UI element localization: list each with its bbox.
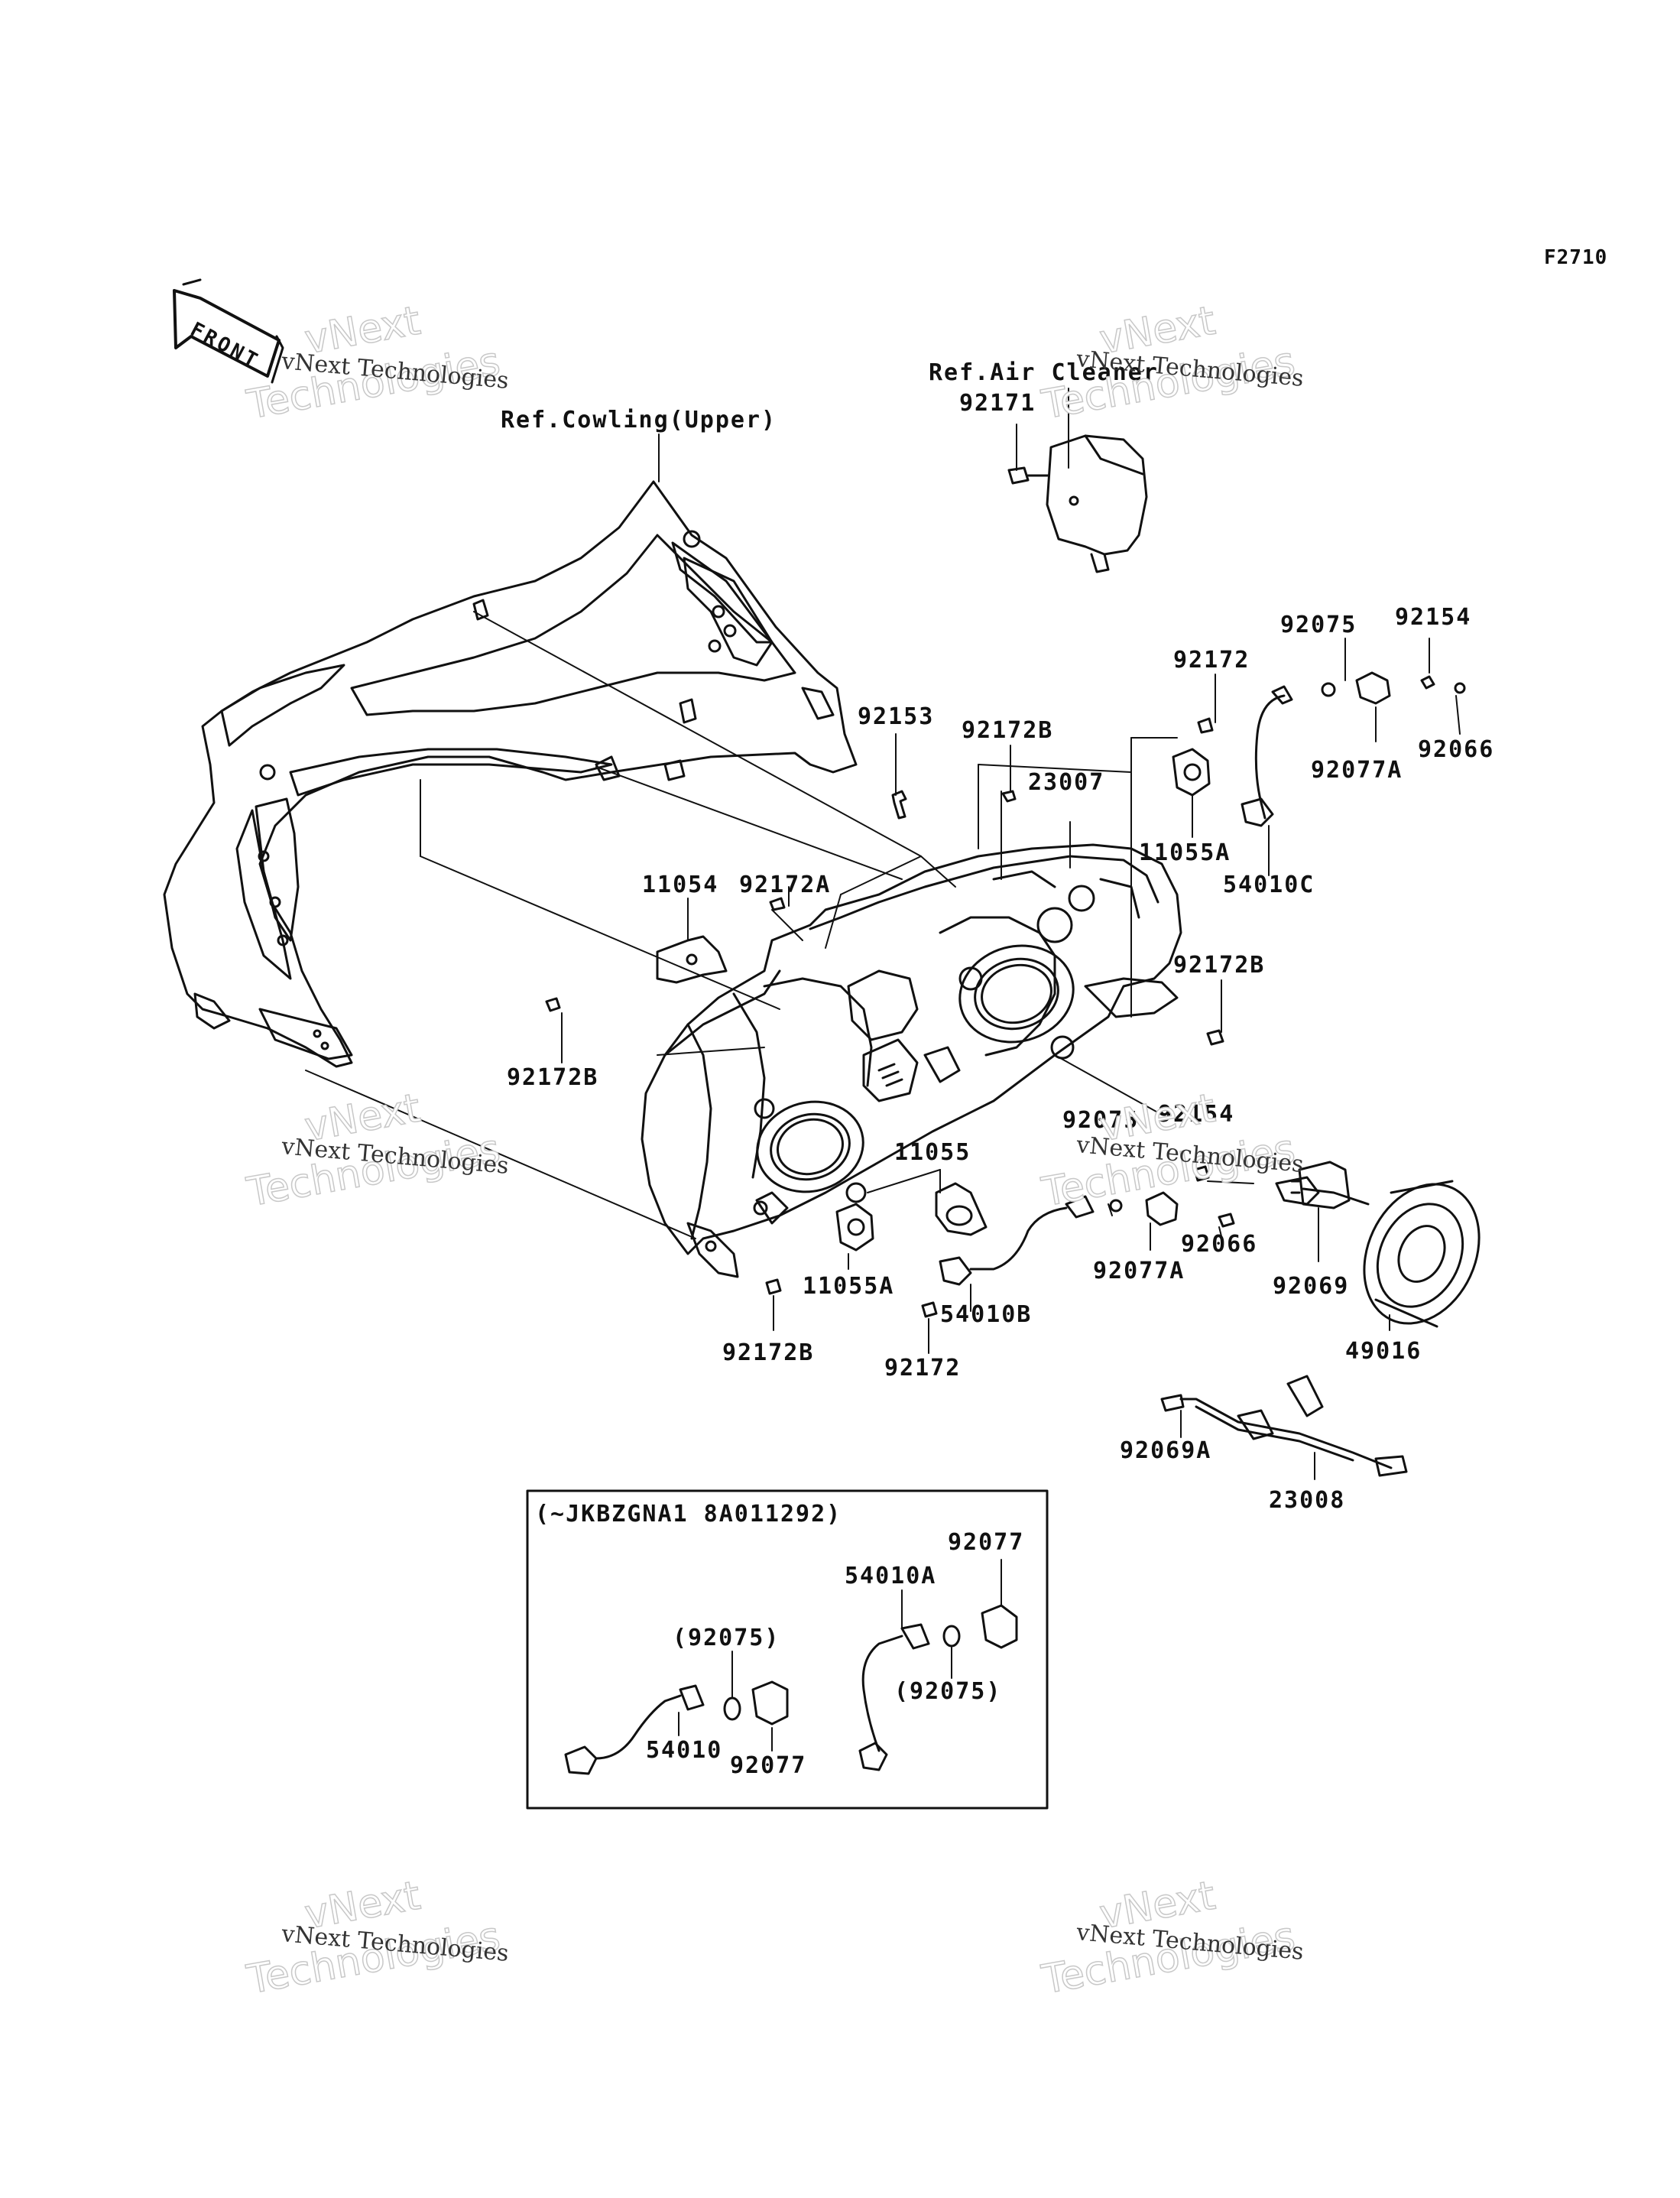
- headlight-housing-shape: [641, 843, 1182, 1278]
- bulb-sockets: [835, 671, 1391, 1252]
- part-label-54010c: 54010C: [1223, 872, 1315, 898]
- part-label-92172b-left: 92172B: [507, 1064, 599, 1091]
- part-label-92172-bottom: 92172: [884, 1355, 962, 1381]
- part-label-92075-mid: 92075: [1062, 1107, 1140, 1134]
- part-label-92077a-mid: 92077A: [1093, 1258, 1185, 1284]
- inset-title: (~JKBZGNA1 8A011292): [535, 1501, 842, 1528]
- part-label-92172a: 92172A: [739, 872, 832, 898]
- part-label-92171: 92171: [959, 390, 1036, 417]
- ref-air-cleaner-label: Ref.Air Cleaner: [929, 359, 1159, 386]
- part-label-92075-top: 92075: [1280, 612, 1357, 638]
- inset-parts: [564, 1559, 1018, 1775]
- part-label-92069: 92069: [1273, 1273, 1350, 1300]
- upper-cowling-shape: [163, 480, 858, 1068]
- inset-label-54010a: 54010A: [845, 1563, 937, 1589]
- brackets: [656, 935, 988, 1236]
- inset-box: [526, 1489, 1049, 1810]
- leader-lines: [305, 611, 1178, 1239]
- part-label-54010b: 54010B: [940, 1301, 1033, 1328]
- fasteners: [545, 675, 1466, 1318]
- part-label-23008: 23008: [1269, 1487, 1346, 1514]
- label-leaders: [561, 388, 1461, 1480]
- part-label-11054: 11054: [642, 872, 719, 898]
- part-label-92154-mid: 92154: [1158, 1101, 1235, 1128]
- part-label-92066-top: 92066: [1418, 736, 1495, 763]
- wire-harnesses: [939, 694, 1408, 1477]
- part-label-92172b-upper: 92172B: [962, 717, 1054, 744]
- inset-label-92077-bottom: 92077: [730, 1752, 807, 1779]
- part-label-92077a-top: 92077A: [1311, 757, 1403, 784]
- bulb-and-cover: [1290, 1161, 1481, 1328]
- inset-label-54010: 54010: [646, 1737, 723, 1764]
- part-label-11055: 11055: [894, 1139, 971, 1166]
- inset-label-92077-top: 92077: [948, 1529, 1025, 1556]
- front-arrow-icon: [173, 278, 284, 384]
- part-label-11055a-bottom: 11055A: [803, 1273, 895, 1300]
- part-label-11055a-top: 11055A: [1139, 839, 1231, 866]
- part-label-92172-top: 92172: [1173, 647, 1250, 674]
- inset-label-92075-right: (92075): [894, 1678, 1002, 1705]
- diagram-code: F2710: [1544, 246, 1608, 269]
- part-label-92153: 92153: [858, 703, 935, 730]
- part-label-92066-mid: 92066: [1181, 1231, 1258, 1258]
- part-label-23007: 23007: [1028, 769, 1105, 796]
- air-cleaner-shape: [1007, 434, 1148, 573]
- part-label-92069a: 92069A: [1120, 1437, 1212, 1464]
- ref-cowling-label: Ref.Cowling(Upper): [501, 407, 777, 433]
- part-label-49016: 49016: [1345, 1338, 1422, 1365]
- part-label-92154-top: 92154: [1395, 604, 1472, 631]
- part-label-92172b-right: 92172B: [1173, 952, 1266, 979]
- inset-label-92075-left: (92075): [673, 1625, 780, 1651]
- part-label-92172b-bottom: 92172B: [722, 1339, 815, 1366]
